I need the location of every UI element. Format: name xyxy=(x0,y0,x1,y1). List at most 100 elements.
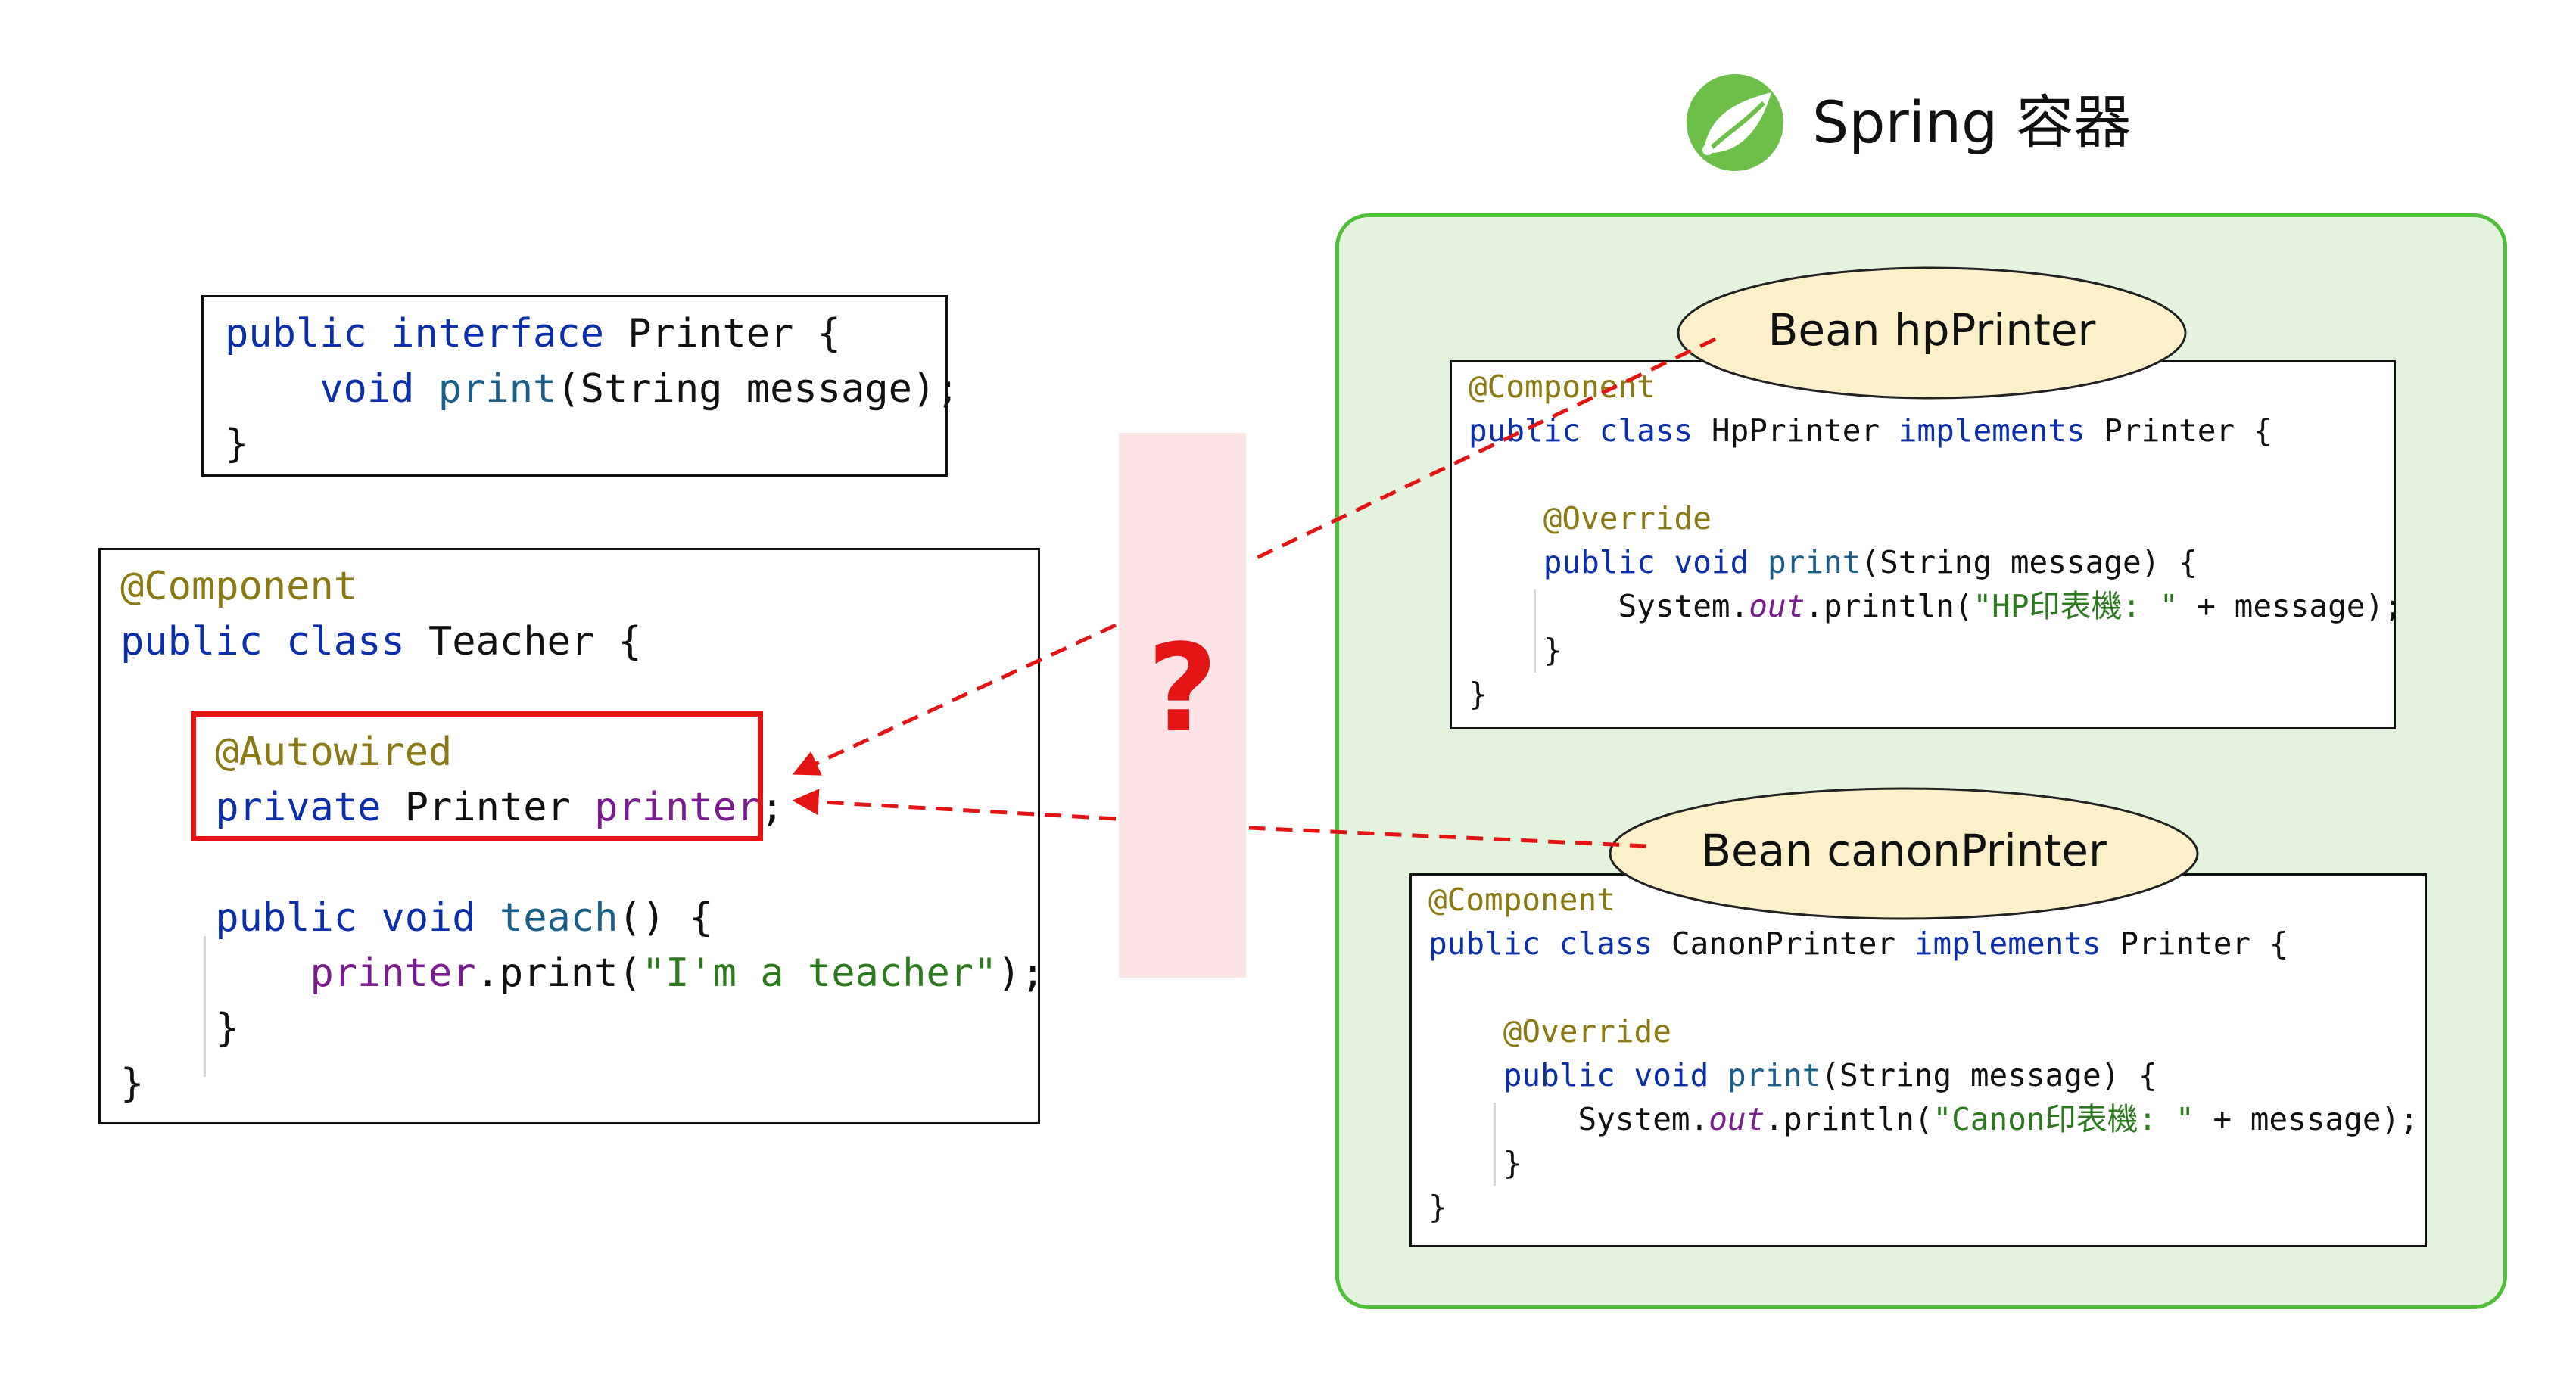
code-token: "Canon印表機: " xyxy=(1933,1101,2194,1137)
code-token: } xyxy=(1428,1145,1522,1181)
hp-to-autowired-arrow xyxy=(792,623,1117,776)
code-token: + message); xyxy=(2178,588,2403,624)
code-token: CanonPrinter xyxy=(1652,925,1914,962)
code-token: @Autowired xyxy=(215,729,453,775)
code-token: public class xyxy=(120,619,405,664)
code-token: .println( xyxy=(1805,588,1973,624)
code-token: ; xyxy=(760,785,784,830)
hp-printer-class-code: @Component public class HpPrinter impleme… xyxy=(1450,360,2403,729)
indent-guide xyxy=(1494,1103,1496,1186)
code-token: } xyxy=(1428,1189,1447,1225)
code-token: implements xyxy=(1898,412,2085,449)
code-token: } xyxy=(225,421,249,467)
indent-guide xyxy=(1534,589,1536,673)
autowired-highlight xyxy=(191,711,763,841)
code-token: @Component xyxy=(1428,882,1615,918)
code-line: @Component xyxy=(1469,372,1656,403)
code-line: void print(String message); xyxy=(225,366,960,412)
bean-canon-label: Bean canonPrinter xyxy=(1701,825,2107,876)
spring-container-title: Spring 容器 xyxy=(1812,89,2132,156)
code-line: @Override xyxy=(1428,1016,1671,1047)
code-token: print xyxy=(1727,1057,1821,1093)
code-line: } xyxy=(1469,635,1562,666)
code-line: @Override xyxy=(1469,503,1712,534)
code-line: @Component xyxy=(1428,885,1615,916)
printer-interface-code: public interface Printer { void print(St… xyxy=(201,295,960,477)
code-line: public interface Printer { xyxy=(225,314,841,353)
code-token: .println( xyxy=(1765,1101,1933,1137)
code-line: } xyxy=(1469,679,1487,710)
spring-leaf-icon xyxy=(1687,74,1783,171)
code-token: .print( xyxy=(475,950,642,996)
code-line: System.out.println("Canon印表機: " + messag… xyxy=(1428,1101,2419,1137)
code-token: void xyxy=(319,366,415,412)
code-token: System. xyxy=(1469,588,1749,624)
code-token: print xyxy=(1767,544,1861,580)
code-token: (String message) { xyxy=(1861,544,2198,580)
code-token: @Override xyxy=(1503,1013,1671,1050)
code-token: HpPrinter xyxy=(1693,412,1899,449)
code-line: @Autowired xyxy=(120,733,452,772)
code-line: System.out.println("HP印表機: " + message); xyxy=(1469,588,2403,624)
code-token: public void xyxy=(1503,1057,1709,1093)
question-mark: ? xyxy=(1147,617,1218,759)
code-token: } xyxy=(120,1061,145,1106)
code-token: @Component xyxy=(120,564,358,609)
code-token: public class xyxy=(1428,925,1653,962)
code-line: } xyxy=(1428,1192,1447,1223)
code-token: System. xyxy=(1428,1101,1709,1137)
code-token: "I'm a teacher" xyxy=(641,950,998,996)
code-token: + message); xyxy=(2194,1101,2419,1137)
code-token: out xyxy=(1749,588,1805,624)
code-token: @Component xyxy=(1469,369,1656,405)
code-token: Printer { xyxy=(2101,925,2288,962)
code-line: public void print(String message) { xyxy=(1469,547,2198,578)
code-token: Printer { xyxy=(2085,412,2272,449)
code-line: public class CanonPrinter implements Pri… xyxy=(1428,929,2288,960)
bean-canon-ellipse xyxy=(1609,787,2199,920)
code-token: printer xyxy=(310,950,476,996)
code-line: } xyxy=(120,1064,144,1103)
code-token: teach xyxy=(499,895,618,941)
code-line: public void print(String message) { xyxy=(1428,1060,2157,1091)
code-token: public class xyxy=(1469,412,1693,449)
code-line: public void teach() { xyxy=(120,895,713,941)
code-token: } xyxy=(1469,676,1487,712)
bean-hp-label: Bean hpPrinter xyxy=(1768,304,2096,356)
code-token: public void xyxy=(1543,544,1749,580)
code-token: private xyxy=(215,785,382,830)
ambiguity-bar xyxy=(1119,433,1246,978)
hp-arrow-segment xyxy=(1248,337,1717,564)
code-token: public interface xyxy=(225,311,604,356)
code-line: printer.print("I'm a teacher"); xyxy=(120,953,1045,993)
indent-guide xyxy=(204,936,206,1077)
code-line: } xyxy=(225,425,248,464)
code-token: out xyxy=(1709,1101,1765,1137)
code-token: (String message) { xyxy=(1821,1057,2157,1093)
code-token: ); xyxy=(997,950,1045,996)
canon-to-autowired-arrow xyxy=(792,789,1117,821)
code-token: printer xyxy=(594,785,761,830)
code-token: Teacher { xyxy=(404,619,642,664)
code-line: public class HpPrinter implements Printe… xyxy=(1469,415,2272,446)
code-line: private Printer printer; xyxy=(120,785,784,830)
bean-hp-ellipse xyxy=(1677,266,2187,400)
code-line: } xyxy=(1428,1148,1522,1179)
code-token: (String message); xyxy=(556,366,960,412)
code-token: @Override xyxy=(1543,500,1712,537)
code-token: Printer { xyxy=(603,311,841,356)
code-token: public void xyxy=(215,895,476,941)
canon-printer-class-code: @Component public class CanonPrinter impl… xyxy=(1409,873,2427,1247)
code-token: } xyxy=(120,1006,239,1051)
code-token: () { xyxy=(618,895,713,941)
code-line: @Component xyxy=(120,567,357,606)
code-token: print xyxy=(438,366,557,412)
code-token: } xyxy=(1469,632,1562,668)
code-line: public class Teacher { xyxy=(120,622,642,661)
code-token: implements xyxy=(1914,925,2101,962)
code-token: Printer xyxy=(381,785,595,830)
canon-arrow-segment xyxy=(1248,826,1647,848)
code-token: "HP印表機: " xyxy=(1973,588,2179,624)
